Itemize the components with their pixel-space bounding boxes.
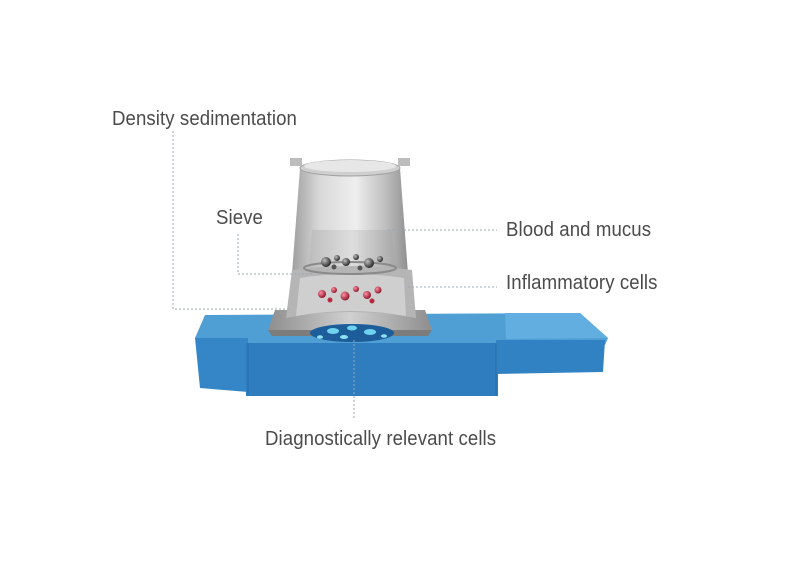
leader-density (172, 131, 290, 310)
slide-front-left (195, 338, 248, 392)
chamber-cylinder (286, 158, 416, 318)
leader-lines (172, 131, 497, 420)
label-diagnostically-relevant-cells: Diagnostically relevant cells (265, 428, 497, 450)
label-blood-and-mucus: Blood and mucus (506, 219, 652, 241)
label-density-sedimentation: Density sedimentation (112, 108, 297, 130)
leader-sieve (237, 234, 312, 275)
inflammatory-cells (318, 286, 382, 304)
diagnostic-cell-pool (310, 324, 394, 342)
slide-label-area (505, 313, 608, 339)
label-sieve: Sieve (216, 207, 263, 229)
label-inflammatory-cells: Inflammatory cells (506, 272, 658, 294)
blood-mucus-particles (321, 254, 383, 271)
slide-front-center (246, 343, 498, 396)
slide-front-right (496, 340, 605, 374)
